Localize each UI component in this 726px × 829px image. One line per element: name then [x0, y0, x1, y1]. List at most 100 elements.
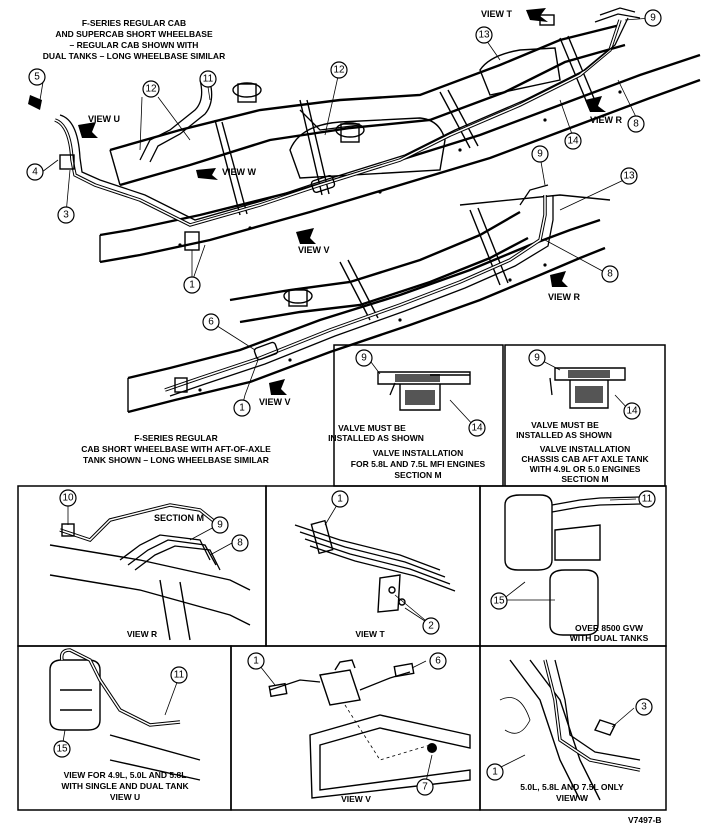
- figure-id: V7497-B: [628, 815, 662, 825]
- callout-4: 4: [26, 163, 44, 181]
- svg-text:15: 15: [56, 744, 68, 755]
- svg-text:11: 11: [203, 74, 214, 85]
- caption-line: TANK SHOWN – LONG WHEELBASE SIMILAR: [83, 455, 269, 465]
- callout-1: 1: [247, 652, 265, 670]
- callout-6: 6: [202, 313, 220, 331]
- note-line: INSTALLED AS SHOWN: [516, 430, 612, 440]
- callout-11: 11: [638, 490, 656, 508]
- view-u-caption-line: VIEW U: [110, 792, 140, 802]
- note-line: VALVE MUST BE: [531, 420, 599, 430]
- label-view-v-main: VIEW V: [298, 245, 330, 255]
- svg-text:3: 3: [641, 702, 647, 713]
- view-u-caption-line: WITH SINGLE AND DUAL TANK: [61, 781, 189, 791]
- callout-12: 12: [142, 80, 160, 98]
- svg-text:1: 1: [337, 494, 343, 505]
- title-line: SECTION M: [394, 470, 441, 480]
- title-line: SECTION M: [561, 474, 608, 484]
- label-view-t: VIEW T: [481, 9, 513, 19]
- svg-text:8: 8: [633, 119, 639, 130]
- svg-text:2: 2: [428, 621, 434, 632]
- callout-14: 14: [564, 132, 582, 150]
- panel-caption-view-t: VIEW T: [355, 629, 385, 639]
- view-t-drawing: [294, 519, 456, 613]
- svg-text:1: 1: [492, 767, 498, 778]
- svg-text:10: 10: [62, 493, 74, 504]
- svg-text:11: 11: [174, 670, 185, 681]
- callout-14: 14: [623, 402, 641, 420]
- view-arrows: [78, 8, 606, 395]
- gvw-caption-line: OVER 8500 GVW: [575, 623, 644, 633]
- svg-text:1: 1: [189, 280, 195, 291]
- callout-5: 5: [28, 68, 46, 86]
- callout-3: 3: [57, 206, 75, 224]
- svg-text:6: 6: [208, 317, 214, 328]
- title-line: VALVE INSTALLATION: [373, 448, 464, 458]
- label-view-u: VIEW U: [88, 114, 120, 124]
- view-w-drawing: [499, 659, 641, 801]
- svg-text:8: 8: [607, 269, 613, 280]
- callout-9: 9: [355, 349, 373, 367]
- section-m-mfi-text: VALVE MUST BE INSTALLED AS SHOWN VALVE I…: [328, 423, 485, 480]
- title-line: WITH 4.9L OR 5.0 ENGINES: [530, 464, 641, 474]
- svg-text:5: 5: [34, 72, 40, 83]
- svg-text:15: 15: [493, 596, 505, 607]
- label-view-v-lower: VIEW V: [259, 397, 291, 407]
- svg-text:4: 4: [32, 167, 38, 178]
- note-line: INSTALLED AS SHOWN: [328, 433, 424, 443]
- callout-1: 1: [183, 276, 201, 294]
- panel-over-8500-gvw: [479, 485, 667, 647]
- callout-1: 1: [233, 399, 251, 417]
- svg-text:13: 13: [623, 171, 635, 182]
- view-w-caption-line: VIEW W: [556, 793, 589, 803]
- svg-text:9: 9: [217, 520, 223, 531]
- title-line: VALVE INSTALLATION: [540, 444, 631, 454]
- view-r-drawing: [49, 503, 251, 641]
- label-section-m: SECTION M: [154, 513, 204, 523]
- valve-drawing-chassis: [549, 367, 626, 409]
- label-view-r-lower: VIEW R: [548, 292, 581, 302]
- svg-text:14: 14: [626, 406, 638, 417]
- panel-view-r: [17, 485, 267, 647]
- callout-9: 9: [528, 349, 546, 367]
- svg-text:14: 14: [567, 136, 579, 147]
- svg-text:9: 9: [534, 353, 540, 364]
- callout-9: 9: [644, 9, 662, 27]
- panel-caption-view-v: VIEW V: [341, 794, 371, 804]
- callout-15: 15: [53, 740, 71, 758]
- caption-line: AND SUPERCAB SHORT WHEELBASE: [55, 29, 213, 39]
- view-v-drawing: [268, 659, 471, 799]
- callout-10: 10: [59, 489, 77, 507]
- caption-line: F-SERIES REGULAR CAB: [82, 18, 186, 28]
- caption-line: F-SERIES REGULAR: [134, 433, 218, 443]
- svg-text:12: 12: [333, 65, 345, 76]
- callout-7: 7: [416, 778, 434, 796]
- callout-9: 9: [211, 516, 229, 534]
- callout-11: 11: [170, 666, 188, 684]
- svg-text:11: 11: [642, 494, 653, 505]
- caption-line: DUAL TANKS – LONG WHEELBASE SIMILAR: [43, 51, 225, 61]
- callout-1: 1: [486, 763, 504, 781]
- callout-15: 15: [490, 592, 508, 610]
- svg-text:12: 12: [145, 84, 157, 95]
- callout-12: 12: [330, 61, 348, 79]
- svg-text:7: 7: [422, 782, 428, 793]
- lower-frame-illustration: [127, 184, 611, 414]
- title-line: CHASSIS CAB AFT AXLE TANK: [521, 454, 649, 464]
- svg-text:13: 13: [478, 30, 490, 41]
- svg-text:9: 9: [537, 149, 543, 160]
- callout-9: 9: [531, 145, 549, 163]
- svg-text:9: 9: [361, 353, 367, 364]
- gvw-caption-line: WITH DUAL TANKS: [570, 633, 649, 643]
- callout-2: 2: [422, 617, 440, 635]
- callout-13: 13: [475, 26, 493, 44]
- callout-13: 13: [620, 167, 638, 185]
- callout-8: 8: [231, 534, 249, 552]
- label-view-w: VIEW W: [222, 167, 257, 177]
- view-w-caption-line: 5.0L, 5.8L AND 7.5L ONLY: [520, 782, 624, 792]
- view-u-drawing: [49, 648, 201, 781]
- svg-text:3: 3: [63, 210, 69, 221]
- callout-8: 8: [601, 265, 619, 283]
- svg-text:8: 8: [237, 538, 243, 549]
- label-view-r-top: VIEW R: [590, 115, 623, 125]
